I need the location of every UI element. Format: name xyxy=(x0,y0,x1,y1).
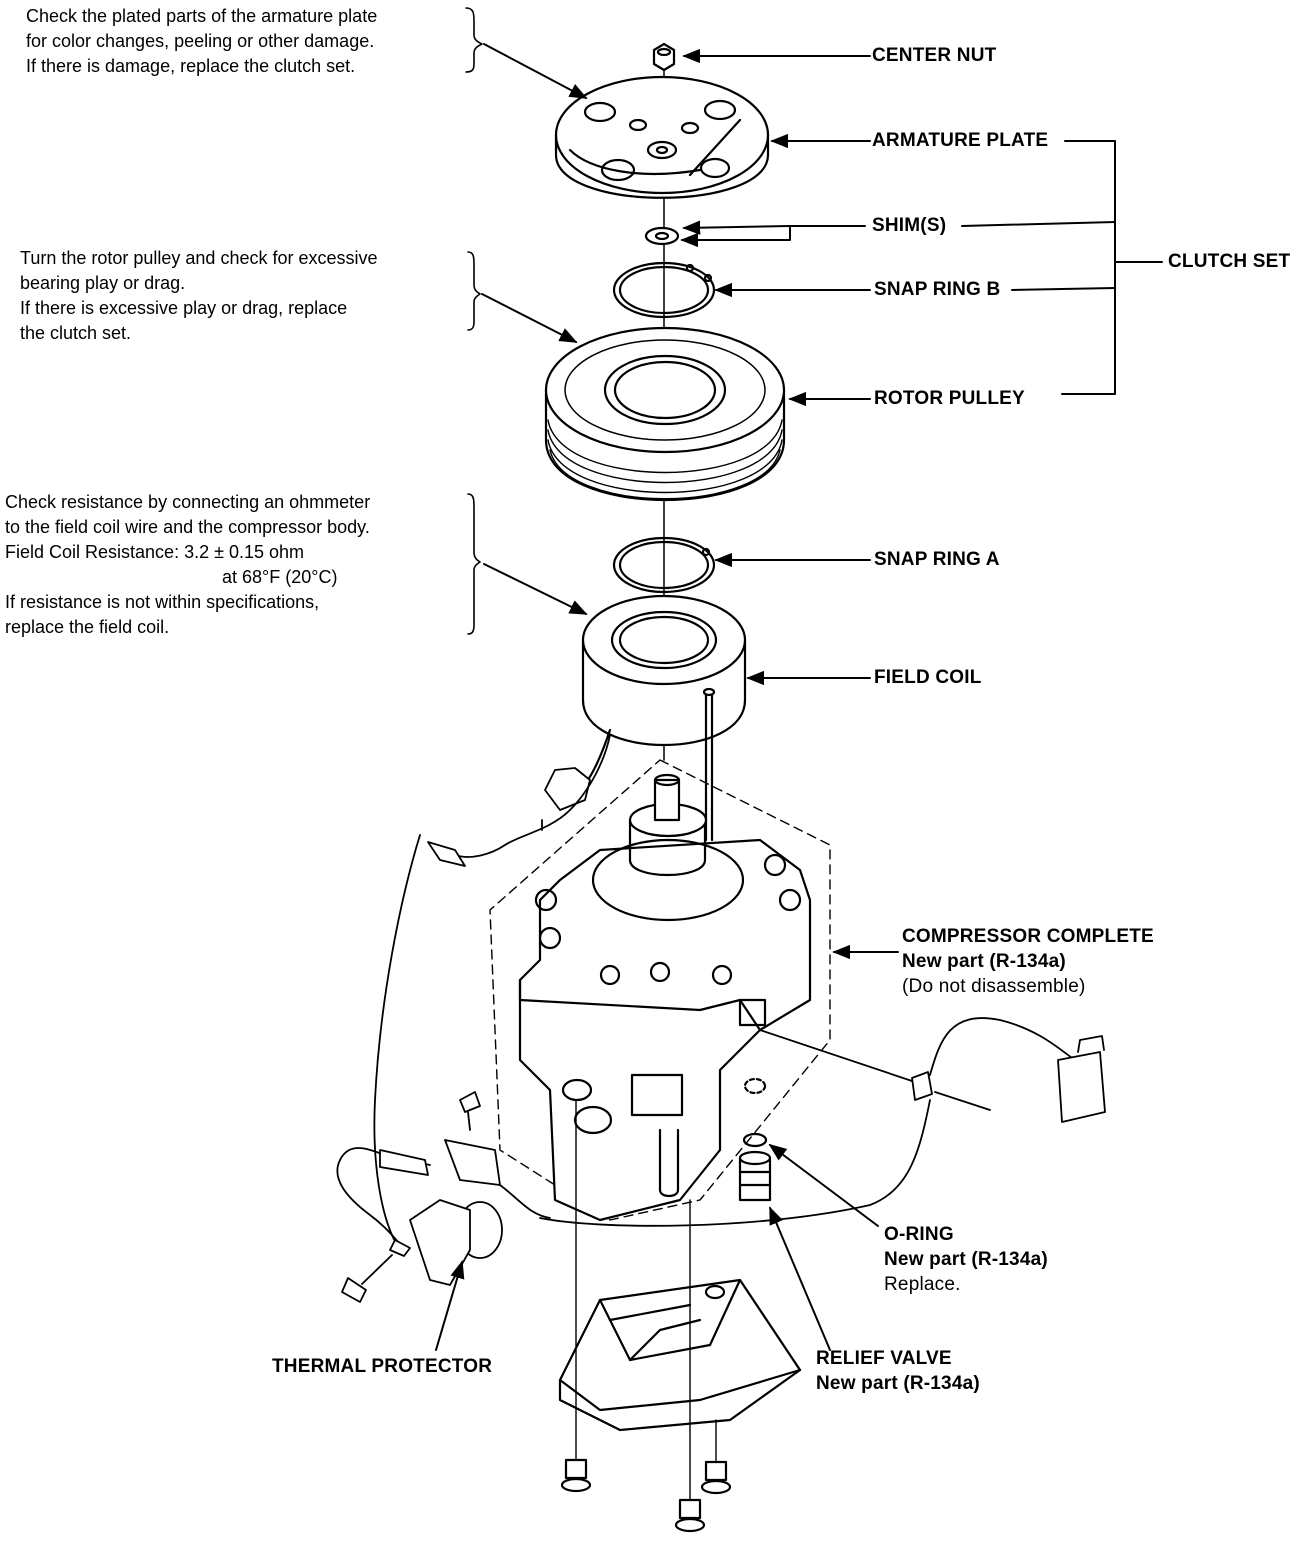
label-rotor-pulley: ROTOR PULLEY xyxy=(874,388,1025,409)
relief-valve-part xyxy=(738,1150,772,1202)
label-relief-valve-sub: New part (R-134a) xyxy=(816,1373,980,1394)
label-thermal-protector: THERMAL PROTECTOR xyxy=(272,1356,493,1377)
label-armature-plate: ARMATURE PLATE xyxy=(872,130,1049,151)
label-leaders xyxy=(435,48,899,1351)
o-ring-part xyxy=(742,1132,768,1148)
compressor-body xyxy=(489,759,831,1222)
label-o-ring-title: O-RING xyxy=(884,1224,954,1245)
note-braces xyxy=(465,7,483,635)
label-relief-valve-title: RELIEF VALVE xyxy=(816,1348,952,1369)
rotor-note-line: If there is excessive play or drag, repl… xyxy=(20,298,348,318)
rotor-note-line: bearing play or drag. xyxy=(20,273,186,293)
label-compressor-title: COMPRESSOR COMPLETE xyxy=(902,926,1154,947)
label-o-ring-sub: New part (R-134a) xyxy=(884,1249,1048,1270)
rotor-pulley xyxy=(544,326,786,502)
armature-note-line: Check the plated parts of the armature p… xyxy=(26,6,378,26)
label-snap-ring-b: SNAP RING B xyxy=(874,279,1001,300)
field-coil xyxy=(578,594,747,842)
field-coil-note-line: at 68°F (20°C) xyxy=(222,567,338,587)
label-o-ring: O-RING New part (R-134a) Replace. xyxy=(884,1222,1048,1297)
label-clutch-set: CLUTCH SET xyxy=(1168,251,1291,272)
bottom-bracket xyxy=(558,1099,802,1501)
label-compressor-sub: New part (R-134a) xyxy=(902,951,1066,972)
label-shims: SHIM(S) xyxy=(872,215,947,236)
shims xyxy=(644,226,680,246)
label-field-coil: FIELD COIL xyxy=(874,667,982,688)
label-relief-valve: RELIEF VALVE New part (R-134a) xyxy=(816,1346,980,1396)
armature-note-line: for color changes, peeling or other dama… xyxy=(26,31,375,51)
label-o-ring-note: Replace. xyxy=(884,1274,961,1295)
label-compressor-note: (Do not disassemble) xyxy=(902,976,1086,997)
center-nut xyxy=(652,42,676,72)
field-coil-note-line: to the field coil wire and the compresso… xyxy=(5,517,370,537)
field-coil-note: Check resistance by connecting an ohmmet… xyxy=(5,490,370,640)
field-coil-note-line: replace the field coil. xyxy=(5,617,170,637)
label-snap-ring-a: SNAP RING A xyxy=(874,549,1000,570)
rotor-note: Turn the rotor pulley and check for exce… xyxy=(20,246,378,346)
snap-ring-a xyxy=(612,536,716,594)
label-center-nut: CENTER NUT xyxy=(872,45,997,66)
rotor-note-line: the clutch set. xyxy=(20,323,132,343)
clutch-set-bracket xyxy=(961,140,1163,395)
label-compressor: COMPRESSOR COMPLETE New part (R-134a) (D… xyxy=(902,924,1154,999)
armature-note: Check the plated parts of the armature p… xyxy=(26,4,377,79)
bottom-bolts xyxy=(560,1458,732,1533)
field-coil-note-line: Check resistance by connecting an ohmmet… xyxy=(5,492,371,512)
field-coil-note-line: If resistance is not within specificatio… xyxy=(5,592,320,612)
compressor-wiring xyxy=(539,1017,1106,1227)
armature-note-line: If there is damage, replace the clutch s… xyxy=(26,56,356,76)
rotor-note-line: Turn the rotor pulley and check for exce… xyxy=(20,248,378,268)
field-coil-note-line: Field Coil Resistance: 3.2 ± 0.15 ohm xyxy=(5,542,305,562)
armature-plate xyxy=(554,75,770,199)
snap-ring-b xyxy=(612,261,716,319)
note-leaders xyxy=(481,43,588,615)
